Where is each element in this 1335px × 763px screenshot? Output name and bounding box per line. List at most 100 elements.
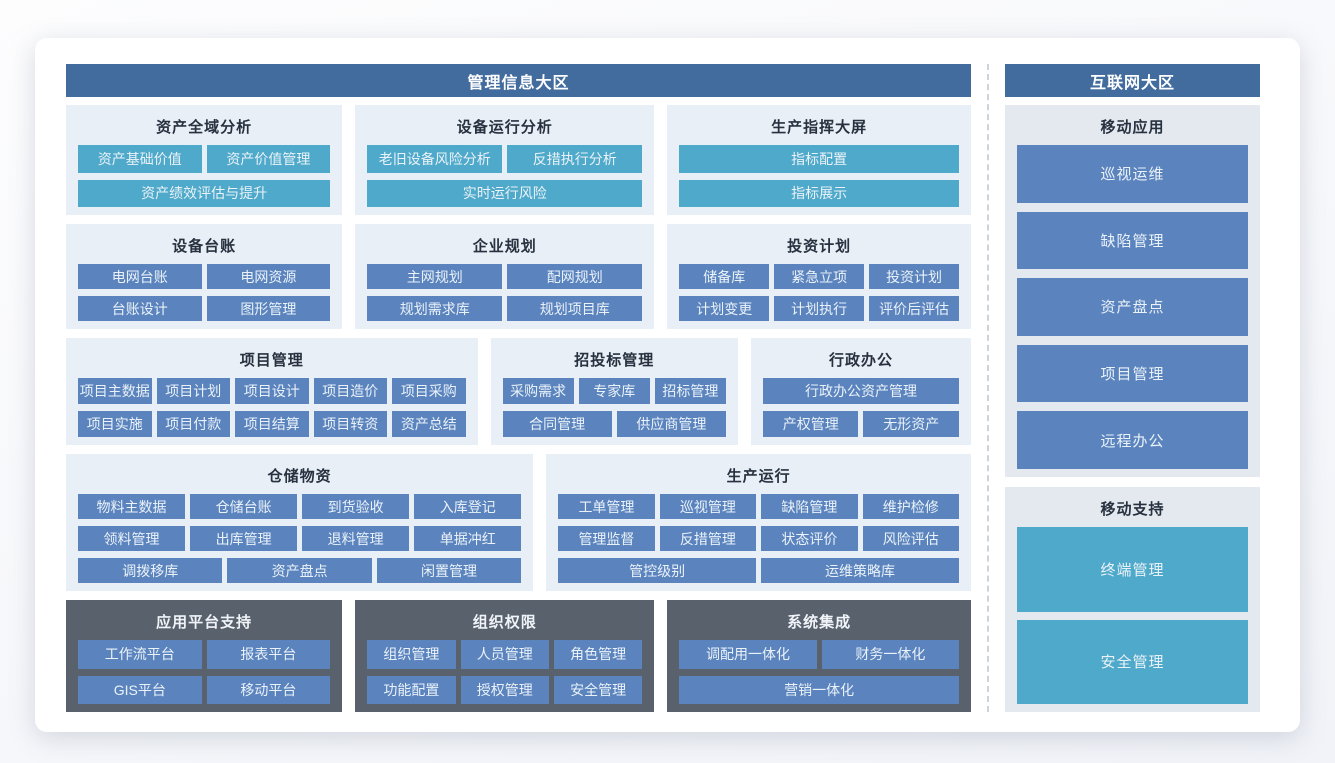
module-button[interactable]: 配网规划	[507, 264, 643, 289]
button-row: 组织管理人员管理角色管理	[367, 640, 643, 669]
module-button[interactable]: 台账设计	[78, 296, 202, 321]
module-button[interactable]: 调拨移库	[78, 558, 223, 583]
button-row: 实时运行风险	[367, 179, 643, 207]
module-button[interactable]: 远程办公	[1017, 411, 1248, 469]
module-group: 仓储物资物料主数据仓储台账到货验收入库登记领料管理出库管理退料管理单据冲红调拨移…	[66, 454, 534, 591]
module-button[interactable]: 计划执行	[774, 296, 865, 321]
module-button[interactable]: 巡视管理	[659, 494, 757, 519]
module-button[interactable]: 老旧设备风险分析	[367, 145, 503, 173]
group-buttons: 调配用一体化财务一体化营销一体化	[679, 640, 960, 704]
module-button[interactable]: 入库登记	[414, 494, 522, 519]
group-title: 项目管理	[239, 352, 304, 369]
module-button[interactable]: 仓储台账	[190, 494, 298, 519]
module-button[interactable]: 计划变更	[679, 296, 770, 321]
module-button[interactable]: 财务一体化	[821, 640, 960, 669]
module-button[interactable]: 角色管理	[553, 640, 643, 669]
module-group: 资产全域分析资产基础价值资产价值管理资产绩效评估与提升	[66, 105, 343, 215]
module-button[interactable]: 安全管理	[553, 675, 643, 704]
module-button[interactable]: 调配用一体化	[679, 640, 817, 669]
module-button[interactable]: 规划项目库	[507, 296, 643, 321]
module-button[interactable]: 缺陷管理	[1017, 211, 1248, 270]
module-button[interactable]: 资产绩效评估与提升	[78, 179, 331, 207]
module-button[interactable]: 资产盘点	[227, 558, 372, 583]
module-button[interactable]: 工单管理	[558, 494, 655, 519]
module-group-row: 设备台账电网台账电网资源台账设计图形管理企业规划主网规划配网规划规划需求库规划项…	[66, 224, 971, 329]
module-button[interactable]: 资产盘点	[1017, 278, 1248, 336]
module-button[interactable]: 物料主数据	[78, 494, 186, 519]
module-button[interactable]: 功能配置	[367, 675, 456, 704]
module-button[interactable]: 报表平台	[206, 640, 331, 669]
module-button[interactable]: 状态评价	[761, 526, 858, 551]
module-button[interactable]: 缺陷管理	[761, 494, 858, 519]
module-button[interactable]: 维护检修	[862, 494, 960, 519]
module-button[interactable]: 单据冲红	[414, 526, 522, 551]
module-button[interactable]: 出库管理	[190, 526, 298, 551]
module-button[interactable]: 反措管理	[659, 526, 757, 551]
module-button[interactable]: 项目计划	[156, 378, 231, 404]
group-title: 生产指挥大屏	[771, 119, 868, 136]
module-button[interactable]: 行政办公资产管理	[762, 378, 959, 404]
module-button[interactable]: 电网资源	[206, 264, 331, 289]
module-button[interactable]: 巡视运维	[1017, 145, 1248, 203]
module-button[interactable]: 无形资产	[863, 411, 960, 437]
module-button[interactable]: 指标配置	[679, 145, 959, 173]
module-button[interactable]: 营销一体化	[679, 675, 959, 704]
group-buttons: 巡视运维缺陷管理资产盘点项目管理远程办公	[1017, 145, 1248, 469]
module-button[interactable]: 项目结算	[235, 411, 309, 437]
button-row: 调拨移库资产盘点闲置管理	[78, 558, 522, 583]
module-button[interactable]: 项目实施	[78, 411, 152, 437]
module-button[interactable]: 闲置管理	[376, 558, 522, 583]
module-button[interactable]: 电网台账	[78, 264, 202, 289]
module-button[interactable]: 产权管理	[762, 411, 859, 437]
group-title: 移动应用	[1100, 119, 1165, 136]
module-button[interactable]: 实时运行风险	[367, 179, 643, 207]
module-button[interactable]: 图形管理	[206, 296, 331, 321]
module-button[interactable]: 指标展示	[679, 179, 959, 207]
module-button[interactable]: 储备库	[679, 264, 770, 289]
module-button[interactable]: 移动平台	[206, 675, 331, 704]
button-row: 规划需求库规划项目库	[367, 296, 643, 321]
module-button[interactable]: 紧急立项	[774, 264, 865, 289]
module-button[interactable]: 项目采购	[392, 378, 466, 404]
button-row: 主网规划配网规划	[367, 264, 643, 289]
module-button[interactable]: 项目主数据	[78, 378, 152, 404]
module-group: 系统集成调配用一体化财务一体化营销一体化	[667, 600, 971, 712]
module-button[interactable]: 人员管理	[460, 640, 549, 669]
module-button[interactable]: 投资计划	[869, 264, 960, 289]
group-title: 投资计划	[787, 238, 852, 255]
module-button[interactable]: 规划需求库	[367, 296, 503, 321]
module-button[interactable]: 合同管理	[502, 411, 612, 437]
module-button[interactable]: 项目管理	[1017, 344, 1248, 403]
module-button[interactable]: 到货验收	[302, 494, 410, 519]
module-button[interactable]: 主网规划	[367, 264, 503, 289]
module-button[interactable]: 管控级别	[558, 558, 757, 583]
module-button[interactable]: 项目转资	[313, 411, 388, 437]
module-button[interactable]: GIS平台	[78, 675, 202, 704]
module-button[interactable]: 资产基础价值	[78, 145, 202, 173]
module-button[interactable]: 工作流平台	[78, 640, 202, 669]
module-button[interactable]: 管理监督	[558, 526, 655, 551]
module-button[interactable]: 终端管理	[1017, 527, 1248, 612]
module-button[interactable]: 授权管理	[460, 675, 549, 704]
module-button[interactable]: 反措执行分析	[507, 145, 643, 173]
button-row: 老旧设备风险分析反措执行分析	[367, 145, 643, 173]
module-button[interactable]: 专家库	[578, 378, 650, 404]
module-button[interactable]: 采购需求	[502, 378, 574, 404]
group-title: 生产运行	[726, 468, 791, 485]
module-button[interactable]: 组织管理	[367, 640, 456, 669]
module-button[interactable]: 退料管理	[302, 526, 410, 551]
module-button[interactable]: 招标管理	[654, 378, 726, 404]
module-button[interactable]: 供应商管理	[616, 411, 726, 437]
module-button[interactable]: 领料管理	[78, 526, 186, 551]
module-button[interactable]: 资产总结	[392, 411, 466, 437]
module-button[interactable]: 运维策略库	[761, 558, 959, 583]
module-button[interactable]: 评价后评估	[869, 296, 960, 321]
module-button[interactable]: 风险评估	[862, 526, 960, 551]
module-button[interactable]: 项目造价	[313, 378, 388, 404]
module-button[interactable]: 安全管理	[1017, 619, 1248, 704]
module-button[interactable]: 资产价值管理	[206, 145, 331, 173]
module-button[interactable]: 项目付款	[156, 411, 231, 437]
module-button[interactable]: 项目设计	[235, 378, 309, 404]
zone-management-info-title: 管理信息大区	[467, 74, 570, 92]
